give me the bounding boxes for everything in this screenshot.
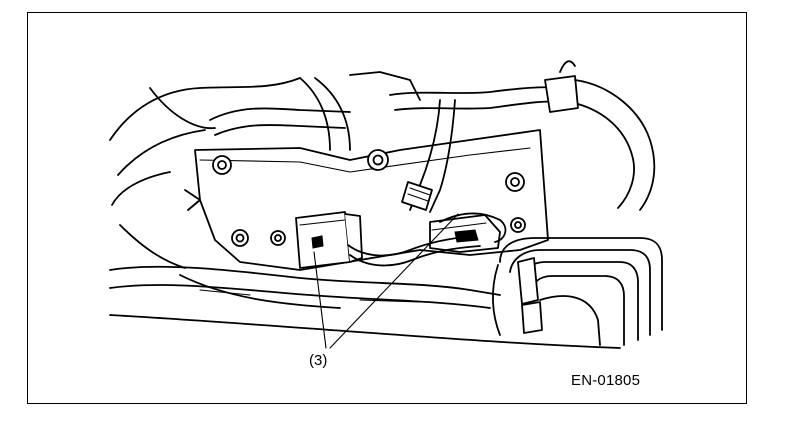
figure-code: EN-01805 [571, 372, 641, 389]
callout-label-3: (3) [309, 352, 328, 369]
bolt-5 [270, 230, 286, 246]
bolt-6 [510, 217, 526, 233]
lower-frame-rails [109, 265, 621, 349]
connector-left [295, 211, 363, 269]
bolt-3 [505, 172, 525, 192]
pipe-assembly-right [492, 237, 663, 346]
bolt-group [212, 149, 526, 247]
bolt-1 [212, 155, 232, 175]
connector-right [429, 214, 501, 253]
engine-contour-lines [109, 77, 301, 269]
vertical-hose [401, 99, 456, 213]
callout-leaders [313, 213, 459, 349]
bolt-4 [231, 229, 249, 247]
bolt-2 [367, 149, 389, 171]
upper-hoses [209, 60, 656, 211]
